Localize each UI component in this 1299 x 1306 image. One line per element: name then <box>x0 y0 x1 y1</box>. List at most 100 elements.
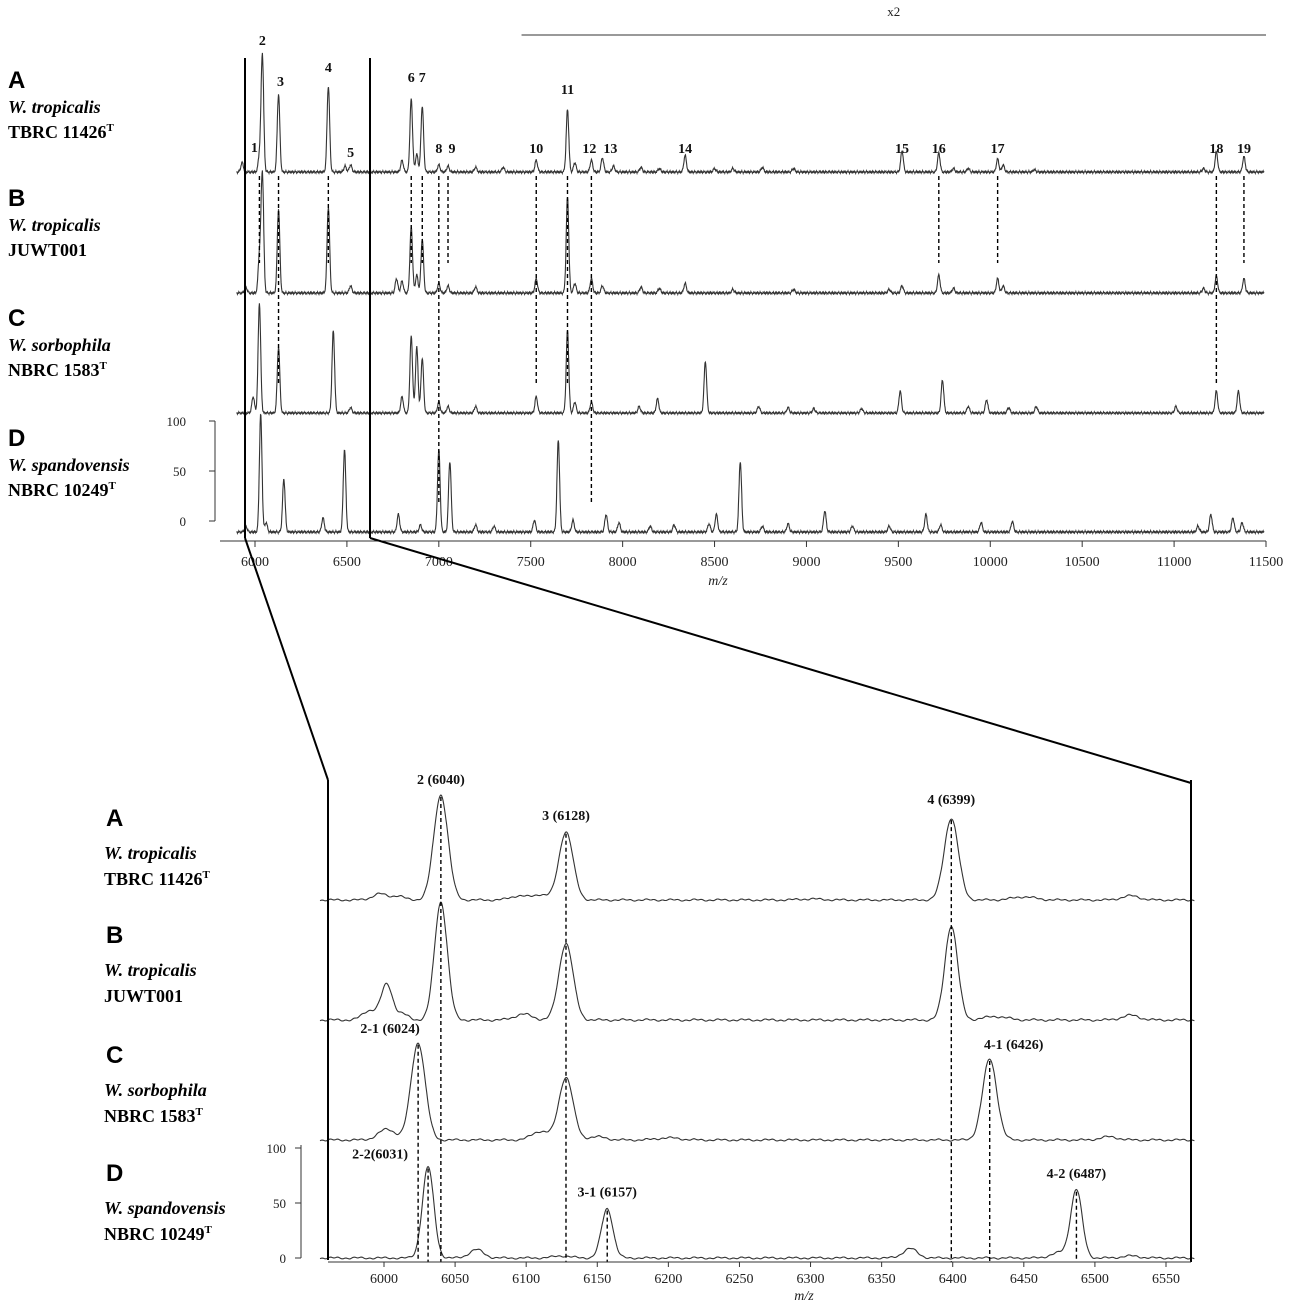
x-tick-label: 7500 <box>517 555 545 570</box>
type-strain-superscript: T <box>107 122 115 134</box>
zoom-intensity-tick-label: 100 <box>267 1141 287 1156</box>
x-tick-label: 8500 <box>701 555 729 570</box>
zoom-x-tick-label: 6250 <box>725 1272 753 1287</box>
peak-label-13: 13 <box>603 142 617 157</box>
peak-label-6: 6 <box>408 71 415 86</box>
species-name-d: W. spandovensis <box>8 455 130 475</box>
zoom-panel-letter-a: A <box>106 805 123 832</box>
peak-label-11: 11 <box>561 83 574 98</box>
peak-label-17: 17 <box>991 142 1005 157</box>
zoom-x-tick-label: 6150 <box>583 1272 611 1287</box>
zoom-strain-id-c: NBRC 1583T <box>104 1106 204 1126</box>
zoom-panel-letter-b: B <box>106 922 123 949</box>
zoom-x-tick-label: 6450 <box>1010 1272 1038 1287</box>
type-strain-superscript: T <box>100 360 108 372</box>
peak-label-18: 18 <box>1209 142 1223 157</box>
x-tick-label: 11500 <box>1249 555 1283 570</box>
peak-label-1: 1 <box>251 141 258 156</box>
species-name-b: W. tropicalis <box>8 215 101 235</box>
spectrum-trace-a <box>236 52 1265 176</box>
x-tick-label: 8000 <box>609 555 637 570</box>
zoom-peak-label: 3-1 (6157) <box>577 1186 637 1201</box>
zoom-spectrum-trace-c <box>319 1042 1195 1142</box>
peak-label-4: 4 <box>325 61 332 76</box>
peak-label-7: 7 <box>419 71 426 86</box>
peak-label-9: 9 <box>449 142 456 157</box>
strain-id-b: JUWT001 <box>8 240 87 260</box>
zoom-strain-id-b: JUWT001 <box>104 986 183 1006</box>
connector-left <box>244 537 329 781</box>
intensity-tick-label: 50 <box>173 464 186 479</box>
zoom-peak-label: 2 (6040) <box>417 773 465 788</box>
zoom-x-tick-label: 6350 <box>868 1272 896 1287</box>
peak-label-15: 15 <box>895 142 909 157</box>
x-tick-label: 9000 <box>792 555 820 570</box>
zoom-x-tick-label: 6500 <box>1081 1272 1109 1287</box>
zoom-species-name-b: W. tropicalis <box>104 960 197 980</box>
zoomed-spectra-panel: 2 (6040) 3 (6128) 4 (6399) 2-1 (6024) 4-1 (6… <box>104 773 1195 1304</box>
x-tick-label: 11000 <box>1157 555 1191 570</box>
zoom-spectrum-trace-b <box>319 901 1195 1022</box>
zoom-peak-label: 4-2 (6487) <box>1047 1167 1107 1182</box>
spectrum-trace-c <box>236 303 1265 417</box>
peak-label-2: 2 <box>259 34 266 49</box>
zoom-strain-id-d: NBRC 10249T <box>104 1224 213 1244</box>
zoom-strain-id-a: TBRC 11426T <box>104 869 211 889</box>
x-tick-label: 10000 <box>973 555 1008 570</box>
peak-label-14: 14 <box>678 142 692 157</box>
zoom-connector-lines <box>244 537 1192 784</box>
species-name-a: W. tropicalis <box>8 97 101 117</box>
peak-label-8: 8 <box>435 142 442 157</box>
zoom-peak-label: 4 (6399) <box>927 793 975 808</box>
peak-label-10: 10 <box>529 142 543 157</box>
peak-label-12: 12 <box>582 142 596 157</box>
species-name-c: W. sorbophila <box>8 335 111 355</box>
strain-id-a: TBRC 11426T <box>8 122 115 142</box>
panel-letter-b: B <box>8 185 25 212</box>
zoom-spectrum-trace-a <box>319 794 1195 902</box>
zoom-species-name-a: W. tropicalis <box>104 843 197 863</box>
zoom-x-tick-label: 6550 <box>1152 1272 1180 1287</box>
zoom-peak-label: 3 (6128) <box>542 809 590 824</box>
x-tick-label: 9500 <box>884 555 912 570</box>
peak-label-16: 16 <box>932 142 946 157</box>
zoom-species-name-c: W. sorbophila <box>104 1080 207 1100</box>
strain-id-c: NBRC 1583T <box>8 360 108 380</box>
spectrum-trace-b <box>236 170 1265 297</box>
zoom-species-name-d: W. spandovensis <box>104 1198 226 1218</box>
x-tick-label: 10500 <box>1065 555 1100 570</box>
spectrum-trace-d <box>236 413 1265 536</box>
zoom-intensity-tick-label: 0 <box>280 1251 287 1266</box>
peak-label-5: 5 <box>347 146 354 161</box>
peak-label-3: 3 <box>277 75 284 90</box>
type-strain-superscript: T <box>196 1106 204 1118</box>
zoom-x-tick-label: 6200 <box>654 1272 682 1287</box>
magnification-label: x2 <box>887 4 900 19</box>
zoom-x-tick-label: 6300 <box>797 1272 825 1287</box>
type-strain-superscript: T <box>203 869 211 881</box>
zoom-panel-letter-d: D <box>106 1160 123 1187</box>
type-strain-superscript: T <box>205 1224 213 1236</box>
zoom-peak-label: 4-1 (6426) <box>984 1038 1044 1053</box>
x-tick-label: 6000 <box>241 555 269 570</box>
x-axis-title: m/z <box>708 574 728 589</box>
zoom-x-tick-label: 6100 <box>512 1272 540 1287</box>
strain-id-d: NBRC 10249T <box>8 480 117 500</box>
x-tick-label: 7000 <box>425 555 453 570</box>
x-tick-label: 6500 <box>333 555 361 570</box>
zoom-x-tick-label: 6000 <box>370 1272 398 1287</box>
peak-label-19: 19 <box>1237 142 1251 157</box>
zoom-intensity-tick-label: 50 <box>273 1196 286 1211</box>
zoom-spectrum-trace-d <box>319 1165 1195 1260</box>
zoom-peak-label: 2-1 (6024) <box>360 1022 420 1037</box>
zoom-x-tick-label: 6050 <box>441 1272 469 1287</box>
panel-letter-d: D <box>8 425 25 452</box>
zoom-x-tick-label: 6400 <box>939 1272 967 1287</box>
type-strain-superscript: T <box>109 480 117 492</box>
zoom-panel-letter-c: C <box>106 1042 123 1069</box>
connector-right <box>369 537 1192 784</box>
panel-letter-c: C <box>8 305 25 332</box>
intensity-tick-label: 100 <box>167 414 187 429</box>
